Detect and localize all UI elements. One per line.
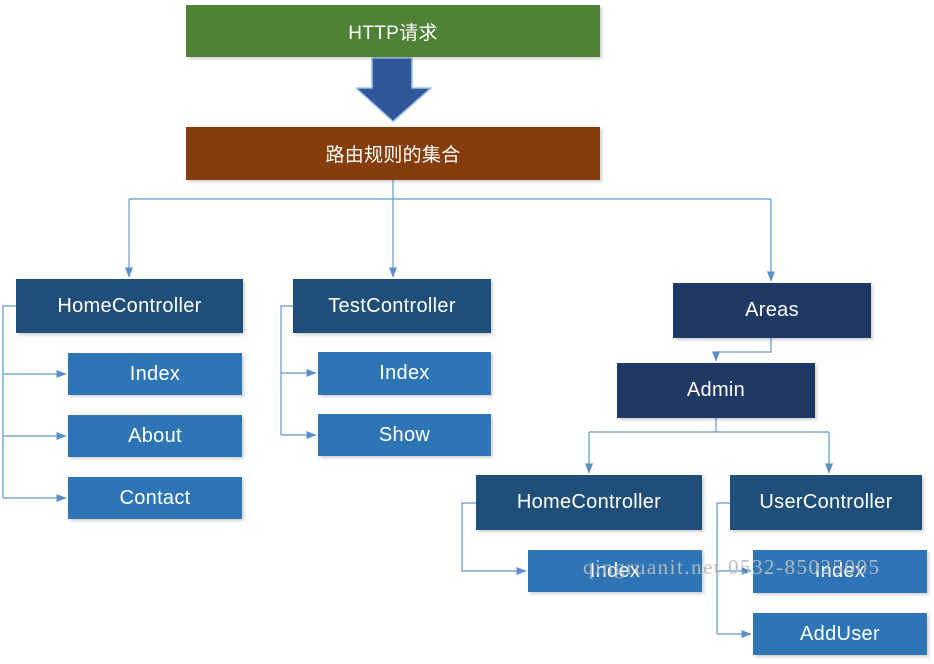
test-action-index: Index [318,352,491,395]
admin-node: Admin [617,363,815,418]
down-arrow-icon [355,57,432,123]
user-controller-node: UserController [730,475,922,530]
home-action-index: Index [68,353,242,395]
http-request-node: HTTP请求 [186,5,600,57]
admin-home-controller-node: HomeController [476,475,702,530]
home-controller-node: HomeController [16,279,243,333]
user-action-adduser: AddUser [753,613,927,655]
areas-node: Areas [673,283,871,338]
watermark-text: qingruanit.net 0532-85025005 [583,555,881,579]
home-action-contact: Contact [68,477,242,519]
admin-home-action-index: Index [528,550,702,592]
test-action-show: Show [318,414,491,456]
test-controller-node: TestController [293,279,491,333]
route-rules-node: 路由规则的集合 [186,127,600,180]
user-action-index: Index [753,550,927,593]
home-action-about: About [68,415,242,457]
